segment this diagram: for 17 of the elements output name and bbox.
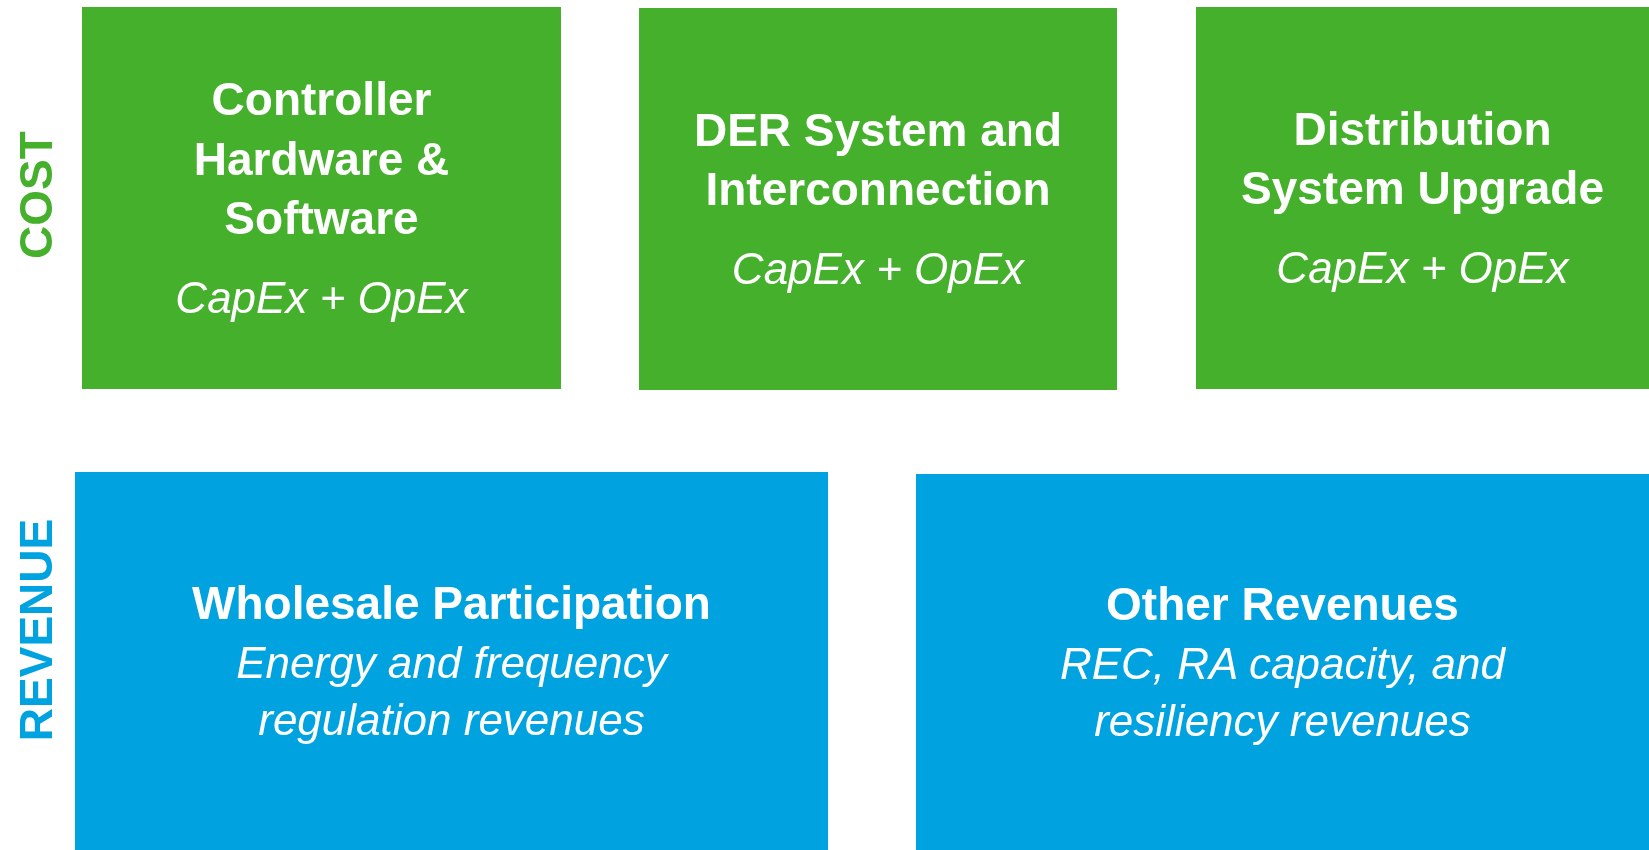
cost-card	[82, 7, 561, 389]
revenue-card	[916, 474, 1649, 850]
card-subtitle: CapEx + OpEx	[731, 243, 1025, 296]
card-title: DER System and Interconnection	[692, 102, 1064, 218]
card-subtitle: Energy and frequency regulation revenues	[235, 636, 670, 746]
row-label: COST	[9, 131, 63, 259]
card-subtitle: REC, RA capacity, and resiliency revenues	[1058, 637, 1507, 747]
cost-card	[639, 8, 1117, 390]
card-subtitle: CapEx + OpEx	[1276, 242, 1569, 295]
card-subtitle: CapEx + OpEx	[175, 272, 468, 325]
revenue-card	[75, 472, 828, 850]
card-title: Distribution System Upgrade	[1240, 101, 1605, 217]
row-label: REVENUE	[9, 518, 63, 742]
cost-card	[1196, 7, 1649, 389]
card-title: Wholesale Participation	[192, 575, 711, 631]
card-title: Controller Hardware & Software	[192, 71, 451, 247]
card-title: Other Revenues	[1106, 576, 1459, 632]
